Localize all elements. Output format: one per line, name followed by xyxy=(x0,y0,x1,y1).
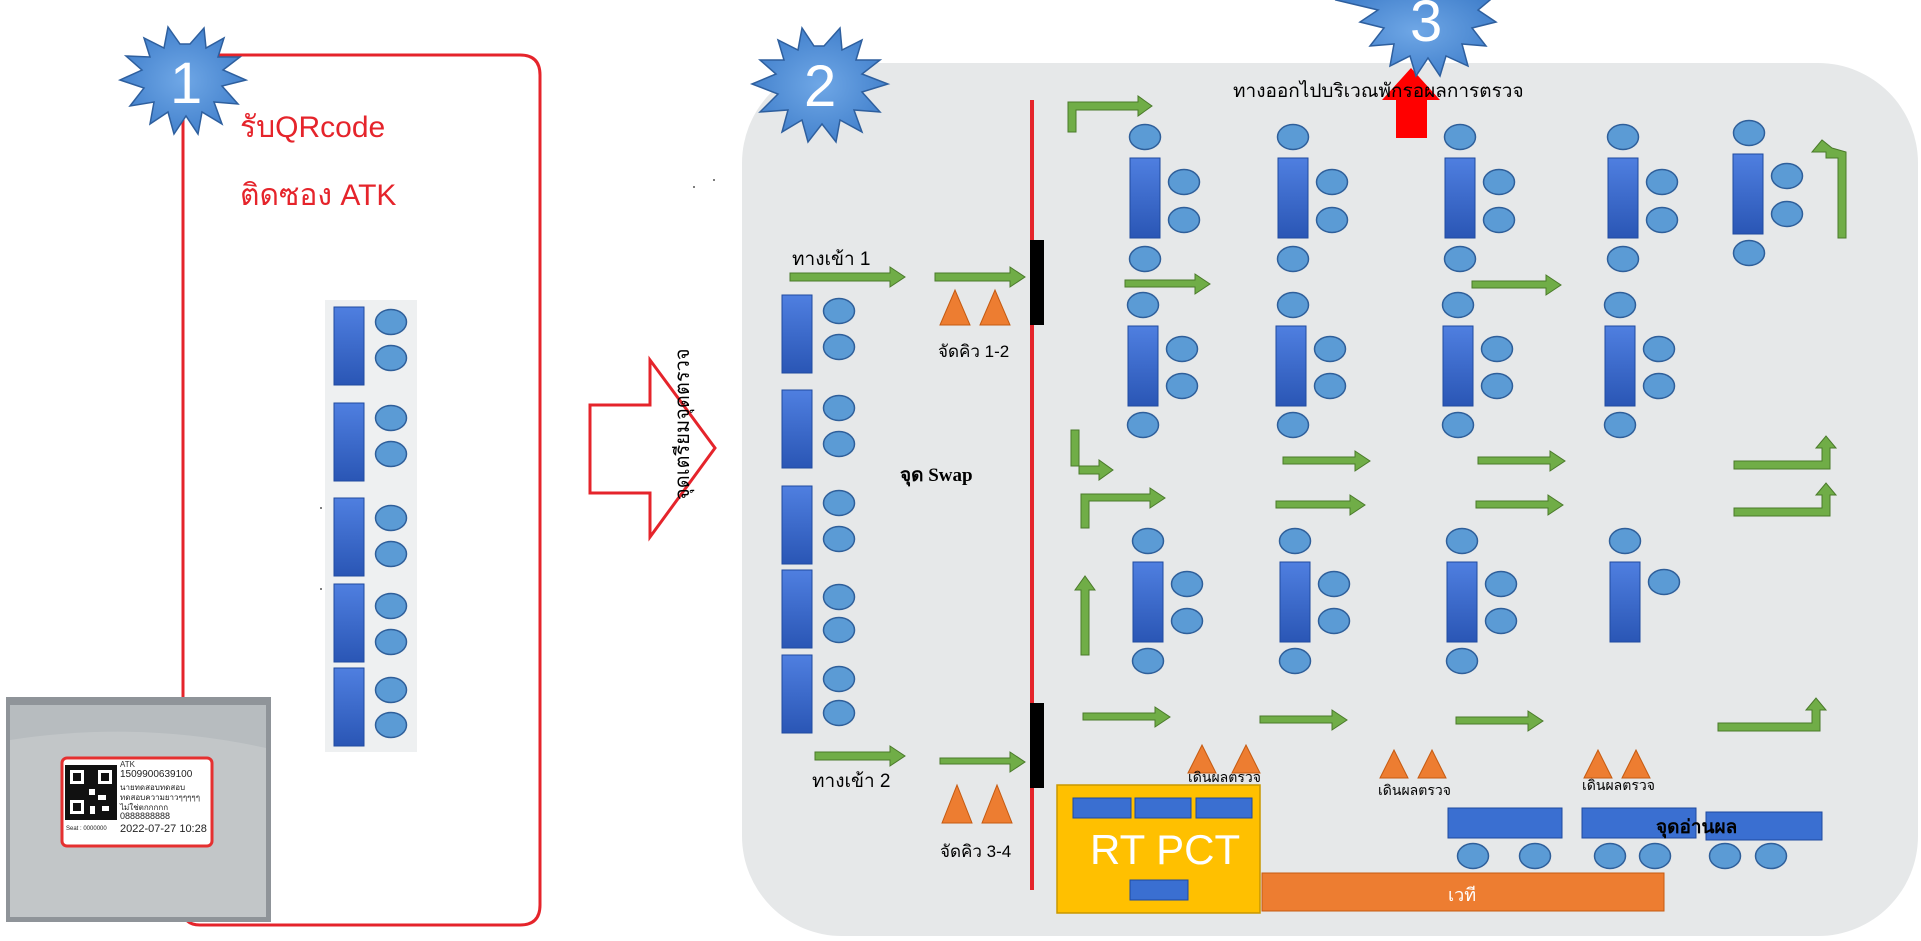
photo-name: นายทดสอบทดสอบ xyxy=(120,783,186,792)
badge-2 xyxy=(749,26,891,144)
photo-id: 1509900639100 xyxy=(120,769,193,780)
queue-cones xyxy=(939,288,1651,824)
badge-1 xyxy=(117,25,249,136)
photo-phone: 0888888888 xyxy=(120,811,171,821)
partition-door-2 xyxy=(1030,703,1044,788)
station1-qrcode-label: รับQRcode xyxy=(240,111,386,144)
prep-desks xyxy=(781,294,856,734)
swab-stations xyxy=(1126,119,1804,675)
photo-datetime: 2022-07-27 10:28 xyxy=(120,823,207,835)
exit-label: ทางออกไปบริเวณพักรอผลการตรวจ xyxy=(1233,81,1524,102)
atk-bag-photo xyxy=(6,697,271,922)
queue-3-4-label: จัดคิว 3-4 xyxy=(940,842,1012,861)
badge-3 xyxy=(1334,0,1498,78)
read-point-desks xyxy=(1447,807,1823,870)
badge-3-number: 3 xyxy=(1410,0,1443,54)
partition-door-1 xyxy=(1030,240,1044,325)
rt-pct-label: RT PCT xyxy=(1090,826,1241,873)
photo-test: ทดสอบความยาวๆๆๆๆๆ xyxy=(120,793,200,802)
station1-desks xyxy=(333,306,408,747)
exit-arrow xyxy=(1382,68,1440,138)
station1-atk-label: ติดซอง ATK xyxy=(240,179,397,212)
stage-bar xyxy=(1261,872,1665,912)
stage-label: เวที xyxy=(1448,885,1477,905)
walk-result-3: เดินผลตรวจ xyxy=(1582,777,1655,793)
walk-result-1: เดินผลตรวจ xyxy=(1188,769,1261,785)
photo-note: ไม่ใช่ตกกกกก xyxy=(120,803,169,812)
walk-result-2: เดินผลตรวจ xyxy=(1378,782,1451,798)
swab-point-label: จุด Swap xyxy=(900,465,973,486)
queue-1-2-label: จัดคิว 1-2 xyxy=(938,342,1010,361)
entrance-2-label: ทางเข้า 2 xyxy=(812,771,891,792)
photo-atk: ATK xyxy=(120,760,135,769)
photo-seat: Seat : 0000000 xyxy=(66,826,107,832)
entrance-1-label: ทางเข้า 1 xyxy=(792,249,871,270)
flow-arrows xyxy=(789,95,1847,773)
badge-1-number: 1 xyxy=(170,51,203,116)
read-point-label: จุดอ่านผล xyxy=(1656,817,1738,838)
transition-arrow xyxy=(588,355,717,542)
prep-point-label: จุดเตรียมจุดตรวจ xyxy=(672,348,694,500)
badge-2-number: 2 xyxy=(804,54,837,119)
